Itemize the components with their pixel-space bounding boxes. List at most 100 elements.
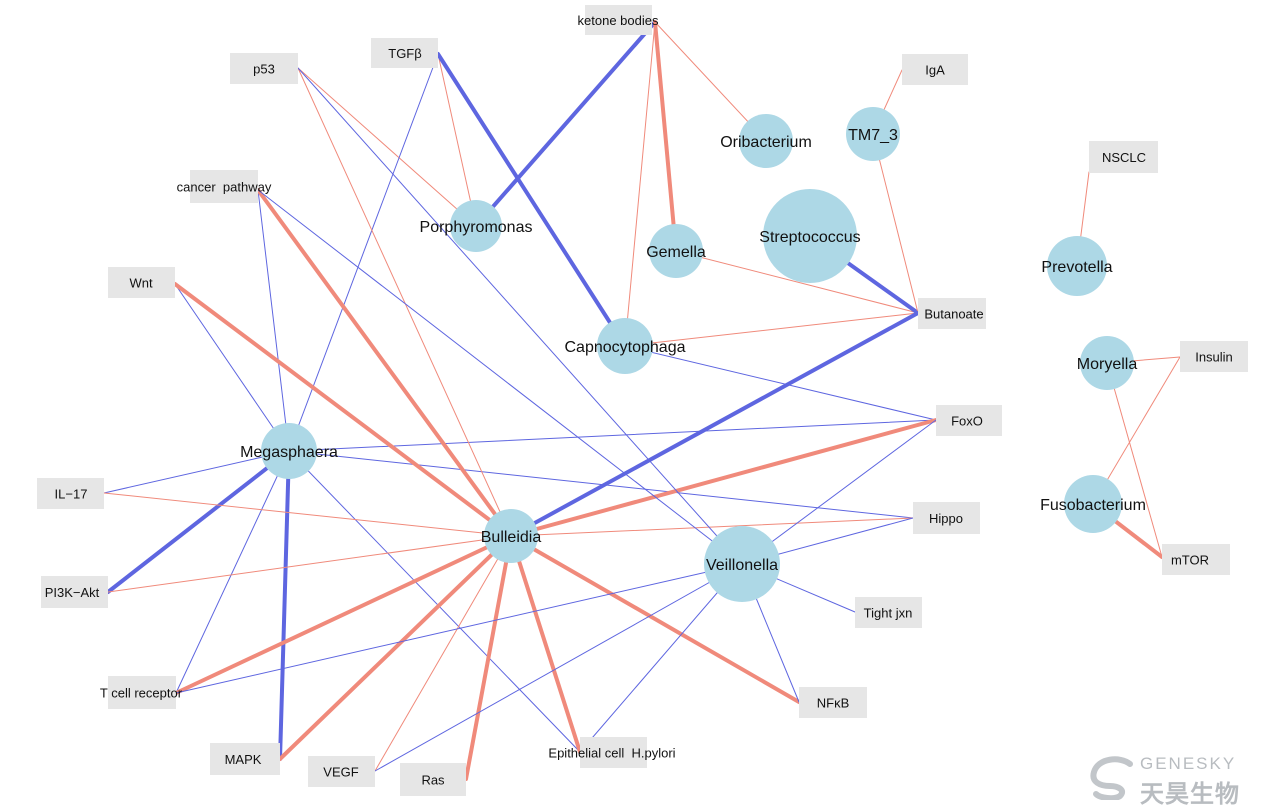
pathway-label: T cell receptor [100,686,183,701]
edge-veillonella-foxo [741,419,937,565]
edge-bulleidia-tcell [174,534,513,695]
pathway-label: Hippo [929,511,963,526]
genus-node-porphyromonas: Porphyromonas [420,200,533,252]
pathway-node-cancer: cancer pathway [177,170,272,203]
edge-megasphaera-wnt [174,283,290,452]
edge-porphyromonas-p53 [297,67,477,227]
genus-circle [704,526,780,602]
edge-megasphaera-pi3k [106,449,291,594]
watermark-brand-cn: 天昊生物 [1140,780,1240,808]
pathway-box [108,676,176,709]
genus-circle [739,114,793,168]
edge-veillonella-tcell [175,563,743,694]
pathway-label: NFκB [817,696,850,711]
pathway-node-tightjxn: Tight jxn [855,597,922,628]
pathway-box [41,576,108,608]
pathway-box [855,597,922,628]
pathway-label: NSCLC [1102,150,1146,165]
genesky-watermark: GENESKY 天昊生物 [1088,752,1258,808]
pathway-label: FoxO [951,414,983,429]
genus-circle [763,189,857,283]
edge-bulleidia-vegf [374,535,512,772]
pathway-box [799,687,867,718]
edge-megasphaera-epithelial [288,450,581,753]
edge-bulleidia-mapk [278,534,513,761]
pathway-node-tgfb: TGFβ [371,38,438,68]
pathway-box [585,5,652,35]
genus-node-bulleidia: Bulleidia [481,509,541,563]
pathway-box [580,737,647,768]
pathway-box [308,756,375,787]
genus-node-megasphaera: Megasphaera [240,423,338,479]
edge-bulleidia-p53 [297,67,512,537]
pathway-box [230,53,298,84]
edge-megasphaera-cancer [257,189,290,452]
genus-node-moryella: Moryella [1077,336,1137,390]
genus-node-tm7_3: TM7_3 [846,107,900,161]
pathway-box [918,298,986,329]
edge-bulleidia-wnt [173,282,513,538]
edge-veillonella-p53 [297,67,743,565]
edge-bulleidia-pi3k [107,535,512,593]
watermark-brand-en: GENESKY [1140,754,1237,773]
pathway-box [936,405,1002,436]
pathway-node-pi3k: PI3K−Akt [41,576,108,608]
genus-node-streptococcus: Streptococcus [759,189,861,283]
genus-node-gemella: Gemella [646,224,706,278]
genus-label: Porphyromonas [420,219,533,236]
pathway-box [37,478,104,509]
pathway-label: VEGF [323,765,358,780]
pathway-node-mapk: MAPK [210,743,280,775]
pathway-box [1089,141,1158,173]
edge-tm7_3-butanoate [872,133,919,314]
edge-bulleidia-il17 [103,492,512,537]
pathway-box [210,743,280,775]
pathway-label: Insulin [1195,350,1233,365]
pathway-node-insulin: Insulin [1180,341,1248,372]
pathway-node-iga: IgA [902,54,968,85]
pathway-node-p53: p53 [230,53,298,84]
pathway-box [1162,544,1230,575]
pathway-node-nsclc: NSCLC [1089,141,1158,173]
genus-circle [1047,236,1107,296]
genus-circle [597,318,653,374]
pathway-node-il17: IL−17 [37,478,104,509]
genus-label: Gemella [646,244,706,261]
edge-bulleidia-epithelial [509,534,582,754]
pathway-label: cancer pathway [177,180,272,195]
edge-moryella-mtor [1106,362,1163,558]
edge-veillonella-cancer [257,189,743,565]
edge-gemella-butanoate [675,250,919,314]
edge-veillonella-epithelial [579,563,743,753]
edge-bulleidia-butanoate [509,311,920,538]
pathway-node-foxo: FoxO [936,405,1002,436]
genus-label: TM7_3 [848,127,898,144]
edge-capnocytophaga-ketone [624,21,656,347]
edge-megasphaera-il17 [103,450,290,494]
edge-veillonella-vegf [374,563,743,772]
pathway-label: PI3K−Akt [45,585,100,600]
genus-circle [450,200,502,252]
pathway-node-vegf: VEGF [308,756,375,787]
genus-label: Fusobacterium [1040,497,1146,514]
genus-node-oribacterium: Oribacterium [720,114,812,168]
pathway-label: IgA [925,63,945,78]
pathway-node-nfkb: NFκB [799,687,867,718]
edge-porphyromonas-tgfb [437,53,477,227]
edge-capnocytophaga-foxo [624,345,937,421]
pathway-node-butanoate: Butanoate [918,298,986,329]
genus-node-veillonella: Veillonella [704,526,780,602]
pathway-label: TGFβ [388,46,421,61]
genesky-logo-icon [1090,756,1133,800]
pathway-node-ketone: ketone bodies [578,5,659,35]
edge-megasphaera-tgfb [288,53,439,452]
pathway-node-hippo: Hippo [913,502,980,534]
edge-capnocytophaga-butanoate [624,312,919,347]
genus-label: Oribacterium [720,134,812,151]
pathway-box [371,38,438,68]
pathway-box [400,763,466,796]
pathway-box [902,54,968,85]
